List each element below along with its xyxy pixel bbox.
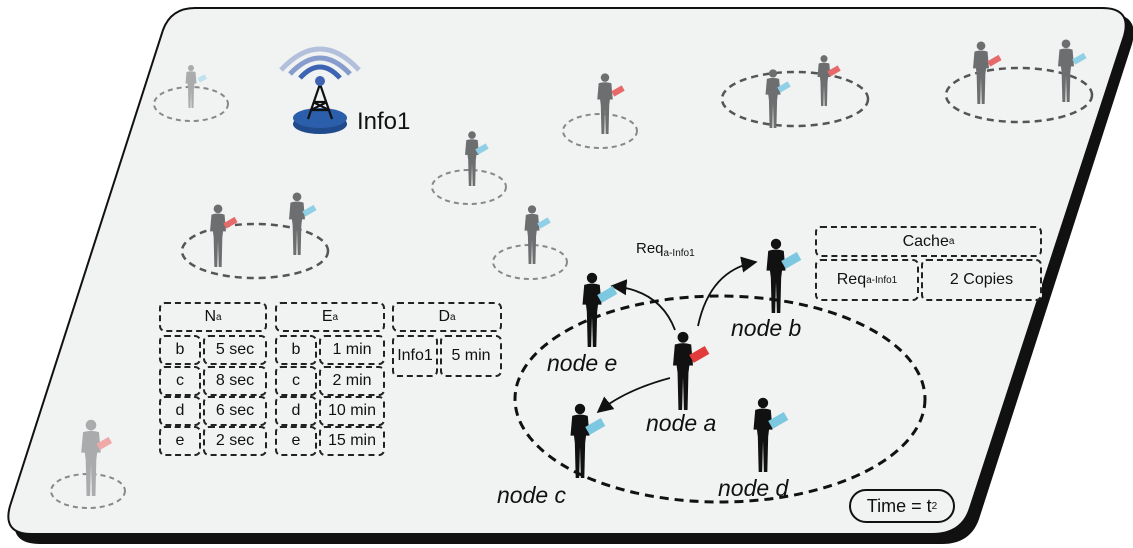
person-faded-2 <box>81 419 113 496</box>
node-a-range <box>513 294 927 504</box>
node-b-label: node b <box>731 315 802 341</box>
arrows <box>596 256 758 414</box>
node-e-person <box>582 272 618 347</box>
table-n-key: c <box>159 366 201 396</box>
node-c-person <box>570 403 606 478</box>
range-circles <box>50 86 638 509</box>
table-e-key: d <box>275 396 317 426</box>
arrow-to-node-e <box>610 279 676 331</box>
table-n-value: 2 sec <box>203 426 267 456</box>
node-d-label: node d <box>718 475 789 501</box>
table-e-key: b <box>275 335 317 365</box>
table-d-key: Info1 <box>392 335 438 377</box>
table-n-key: b <box>159 335 201 365</box>
table-e-value: 1 min <box>319 335 385 365</box>
table-d-value: 5 min <box>440 335 502 377</box>
table-n-value: 5 sec <box>203 335 267 365</box>
people <box>81 39 1087 496</box>
table-n-value: 6 sec <box>203 396 267 426</box>
node-e-label: node e <box>547 350 618 376</box>
table-n-value: 8 sec <box>203 366 267 396</box>
arrow-to-node-b <box>697 256 758 327</box>
table-e-value: 15 min <box>319 426 385 456</box>
person-faded-1 <box>185 65 207 108</box>
node-a-person <box>673 331 710 410</box>
tower-label: Info1 <box>357 108 411 135</box>
radio-tower-icon <box>279 46 361 134</box>
node-a-label: node a <box>646 410 717 436</box>
table-e-value: 10 min <box>319 396 385 426</box>
node-b-person <box>766 238 802 313</box>
table-n-key: d <box>159 396 201 426</box>
table-e-value: 2 min <box>319 366 385 396</box>
cache-table-value: 2 Copies <box>921 259 1042 301</box>
table-e-key: c <box>275 366 317 396</box>
node-d-person <box>753 397 789 472</box>
request-arrow-label: Reqa-Info1 <box>636 240 695 259</box>
table-e-key: e <box>275 426 317 456</box>
table-n-key: e <box>159 426 201 456</box>
arrow-to-node-c <box>596 377 671 414</box>
node-c-label: node c <box>497 482 567 508</box>
